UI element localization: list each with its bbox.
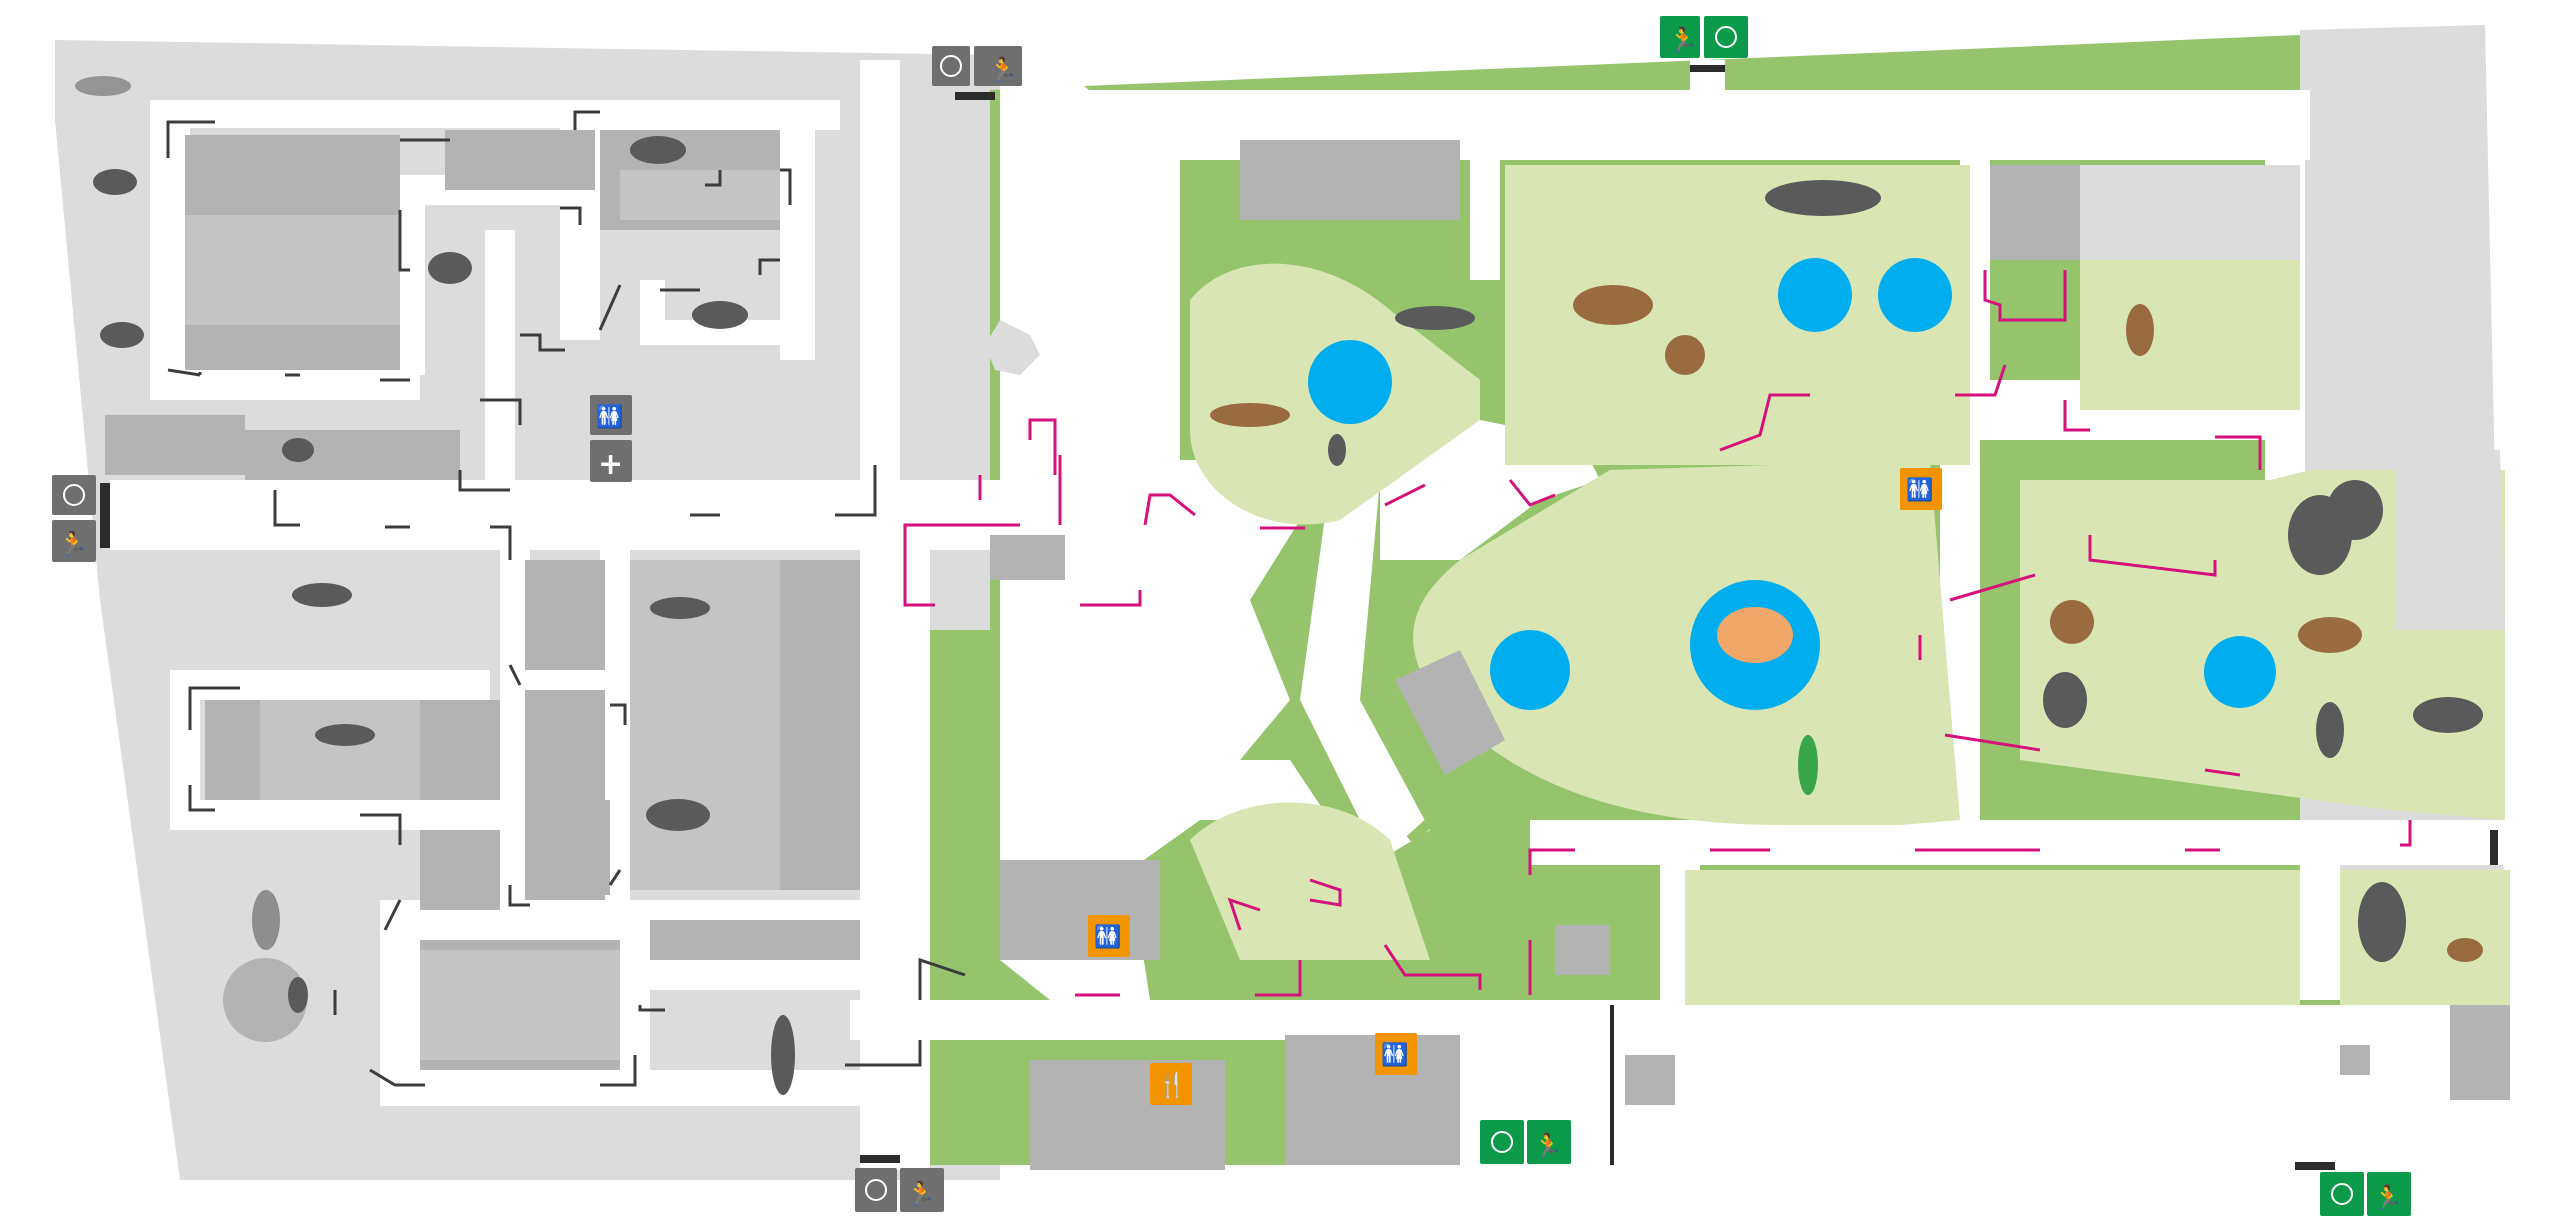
running-person-exit-icon: 🏃 xyxy=(988,56,1018,84)
toilets-icon: 🚻 xyxy=(1381,1042,1408,1068)
exit-sign-north-center: 🏃 xyxy=(1660,16,1748,58)
route-arrows-indoor xyxy=(166,110,966,1087)
running-person-exit-icon: 🏃 xyxy=(2373,1184,2403,1212)
assembly-point-icon xyxy=(1491,1131,1513,1153)
route-arrows-outdoor xyxy=(903,270,2412,997)
spider-monkey-icon xyxy=(630,136,686,164)
parrot-icon xyxy=(1798,735,1818,795)
building-east-1 xyxy=(1990,165,2080,260)
facility-restaurant: 🍴 xyxy=(1150,1063,1192,1105)
capybara-icon xyxy=(1210,403,1290,427)
fork-knife-icon: 🍴 xyxy=(1157,1071,1187,1099)
pool-flamingo-small xyxy=(1490,630,1570,710)
assembly-point-icon xyxy=(1715,26,1737,48)
enclosure-flamingo xyxy=(1413,460,1960,825)
pool-savanna xyxy=(2204,636,2276,708)
first-aid-icon: + xyxy=(598,447,623,482)
assembly-point-icon xyxy=(63,484,85,506)
building-east-2 xyxy=(2080,165,2300,260)
exit-sign-west: 🏃 xyxy=(52,475,96,562)
building-central-small xyxy=(990,535,1065,580)
running-person-exit-icon: 🏃 xyxy=(1533,1132,1563,1160)
zebra-icon xyxy=(2413,697,2483,733)
facility-west: 🚻 + xyxy=(590,395,632,482)
building-central xyxy=(1395,650,1505,775)
toilets-icon: 🚻 xyxy=(596,404,623,430)
facility-toilets-2: 🚻 xyxy=(1088,915,1130,957)
wolf-icon xyxy=(75,76,131,96)
building-south-1 xyxy=(1000,860,1160,960)
anteater-icon xyxy=(1395,306,1475,330)
diagonal-path xyxy=(1406,786,1469,844)
flamingo-icon xyxy=(1717,607,1793,663)
pool-anteater xyxy=(1308,340,1392,424)
facility-toilets-1: 🚻 xyxy=(1900,468,1942,510)
emu-icon xyxy=(2050,600,2094,644)
heron-icon xyxy=(252,890,280,950)
monkey-icon xyxy=(692,301,748,329)
tapir-icon xyxy=(646,799,710,831)
building-south-2 xyxy=(1030,1060,1225,1170)
building-hex xyxy=(985,320,1040,375)
exit-sign-south-west: 🏃 xyxy=(855,1168,944,1212)
animals xyxy=(75,76,2483,1095)
assembly-point-icon xyxy=(2331,1183,2353,1205)
enclosure-south-long xyxy=(1685,870,2300,1005)
exit-sign-south-center: 🏃 xyxy=(1480,1120,1571,1164)
running-person-exit-icon: 🏃 xyxy=(906,1180,936,1208)
coati-icon xyxy=(2447,938,2483,962)
peccary-icon xyxy=(100,322,144,348)
hippopotamus-icon xyxy=(1765,180,1881,216)
building-south-5 xyxy=(1625,1055,1675,1105)
cougar-icon xyxy=(2126,304,2154,356)
building-south-7 xyxy=(2450,1005,2510,1100)
tortoise-icon xyxy=(93,169,137,195)
crane-icon xyxy=(2316,702,2344,758)
pool-hippo-1 xyxy=(1778,258,1852,332)
assembly-point-icon xyxy=(940,55,962,77)
exit-sign-north-west: 🏃 xyxy=(932,46,1022,86)
building-south-6 xyxy=(2340,1045,2370,1075)
building-south-3 xyxy=(1285,1035,1460,1165)
ocelot-icon xyxy=(292,583,352,607)
exit-sign-south-east: 🏃 xyxy=(2320,1172,2411,1216)
bear-icon xyxy=(2358,882,2406,962)
toucan-icon xyxy=(771,1015,795,1095)
building-savanna xyxy=(2395,450,2505,630)
enclosure-cougar xyxy=(2080,260,2300,410)
cormorant-icon xyxy=(288,977,308,1013)
toilets-icon: 🚻 xyxy=(1906,477,1933,503)
running-person-exit-icon: 🏃 xyxy=(1668,26,1698,54)
building-north-1 xyxy=(1240,140,1460,220)
bat-icon xyxy=(282,438,314,462)
puma-icon xyxy=(650,597,710,619)
assembly-point-icon xyxy=(865,1179,887,1201)
toilets-icon: 🚻 xyxy=(1094,924,1121,950)
facility-toilets-3: 🚻 xyxy=(1375,1033,1417,1075)
buildings-west xyxy=(105,130,860,1070)
jaguar-icon xyxy=(315,724,375,746)
deer-icon xyxy=(1665,335,1705,375)
building-south-4 xyxy=(1555,925,1610,975)
bird-icon xyxy=(1328,434,1346,466)
ostrich-icon xyxy=(2327,480,2383,540)
walls xyxy=(100,65,2498,1170)
running-person-exit-icon: 🏃 xyxy=(58,530,88,558)
sloth-icon xyxy=(428,252,472,284)
cassowary-icon xyxy=(2043,672,2087,728)
pool-hippo-2 xyxy=(1878,258,1952,332)
deer-icon xyxy=(1573,285,1653,325)
gazelle-icon xyxy=(2298,617,2362,653)
